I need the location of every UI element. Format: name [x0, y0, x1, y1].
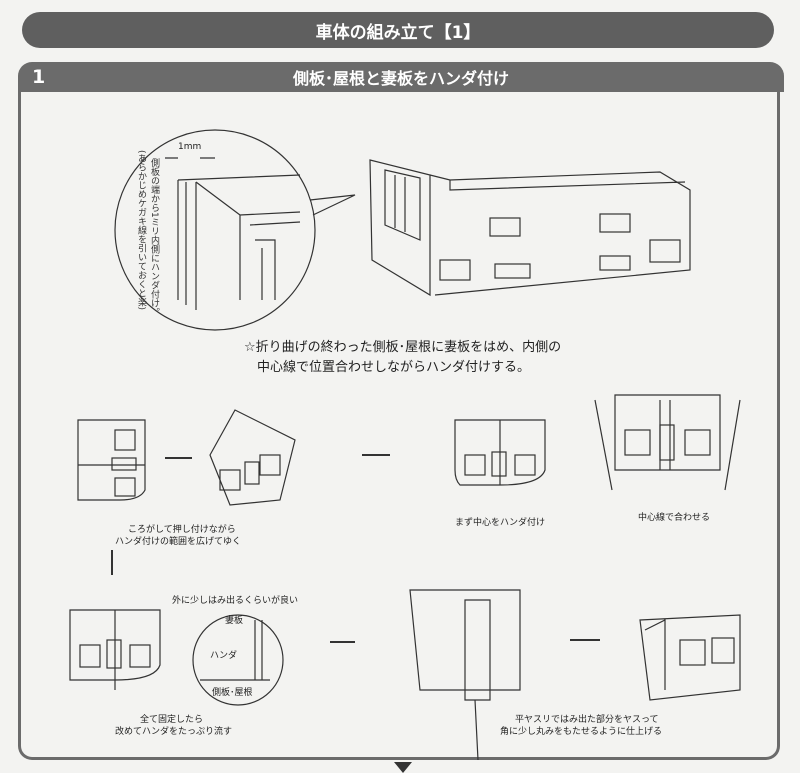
page-indicator-triangle	[394, 762, 412, 773]
step-frame	[18, 92, 780, 760]
page-title-bar: 車体の組み立て【1】	[22, 12, 774, 48]
main-instruction: ☆折り曲げの終わった側板･屋根に妻板をはめ、内側の 中心線で位置合わせしながらハ…	[244, 338, 561, 378]
caption-solder-center: まず中心をハンダ付け	[455, 518, 546, 528]
page-title: 車体の組み立て【1】	[315, 22, 481, 43]
dimension-label: 1mm	[178, 142, 202, 152]
detail-note-line1: 側板の端から1ミリ内側にハンダ付け。	[149, 158, 159, 317]
caption-center-align: 中心線で合わせる	[638, 513, 711, 523]
step-title: 側板･屋根と妻板をハンダ付け	[292, 69, 509, 88]
caption-file-line1: 平ヤスリではみ出た部分をヤスって	[515, 715, 659, 725]
sequence-illustrations	[69, 394, 741, 761]
detail-circle-illustration	[114, 129, 356, 331]
caption-file-line2: 角に少し丸みをもたせるように仕上げる	[500, 727, 663, 737]
caption-roll-line2: ハンダ付けの範囲を広げてゆく	[115, 537, 242, 547]
main-instruction-line1: ☆折り曲げの終わった側板･屋根に妻板をはめ、内側の	[244, 340, 562, 355]
step-header: 1 側板･屋根と妻板をハンダ付け	[18, 62, 784, 92]
caption-protrude: 外に少しはみ出るくらいが良い	[172, 596, 299, 606]
label-side-roof: 側板･屋根	[212, 688, 253, 698]
detail-note-line2: (あらかじめケガキ線を引いておくと楽)	[136, 150, 146, 311]
step-number: 1	[32, 66, 46, 88]
car-body-illustration	[369, 159, 691, 297]
caption-fix-line1: 全て固定したら	[140, 715, 204, 725]
caption-roll-line1: ころがして押し付けながら	[128, 525, 236, 535]
label-end-plate: 妻板	[225, 616, 244, 626]
label-solder: ハンダ	[210, 651, 238, 661]
main-instruction-line2: 中心線で位置合わせしながらハンダ付けする。	[257, 360, 531, 375]
caption-fix-line2: 改めてハンダをたっぷり流す	[115, 727, 233, 737]
